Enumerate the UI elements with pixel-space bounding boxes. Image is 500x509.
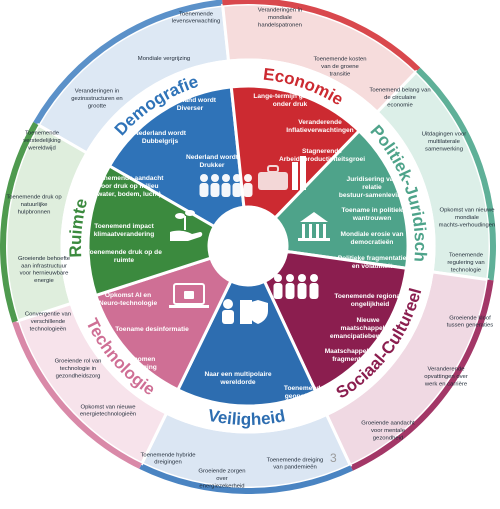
rim-ruimte [0, 122, 39, 323]
sector-title-veiligheid: Veiligheid [206, 406, 286, 429]
people-group-icon [273, 274, 319, 299]
center-hub [209, 207, 287, 285]
page-number: 3 [330, 451, 337, 465]
toolbox-icon [258, 156, 306, 190]
security-icon [222, 299, 268, 324]
rim-veiligheid [139, 463, 353, 494]
hand-plant-icon [170, 210, 203, 241]
government-building-icon [298, 212, 330, 241]
rim-economie [222, 0, 421, 72]
inner-trend-technologie: Toename desinformatie [115, 326, 189, 333]
crowd-icon [199, 174, 253, 197]
laptop-icon [169, 283, 209, 308]
rim-politiek [416, 67, 496, 281]
outer-trend-demografie: Mondiale vergrijzing [138, 56, 190, 62]
